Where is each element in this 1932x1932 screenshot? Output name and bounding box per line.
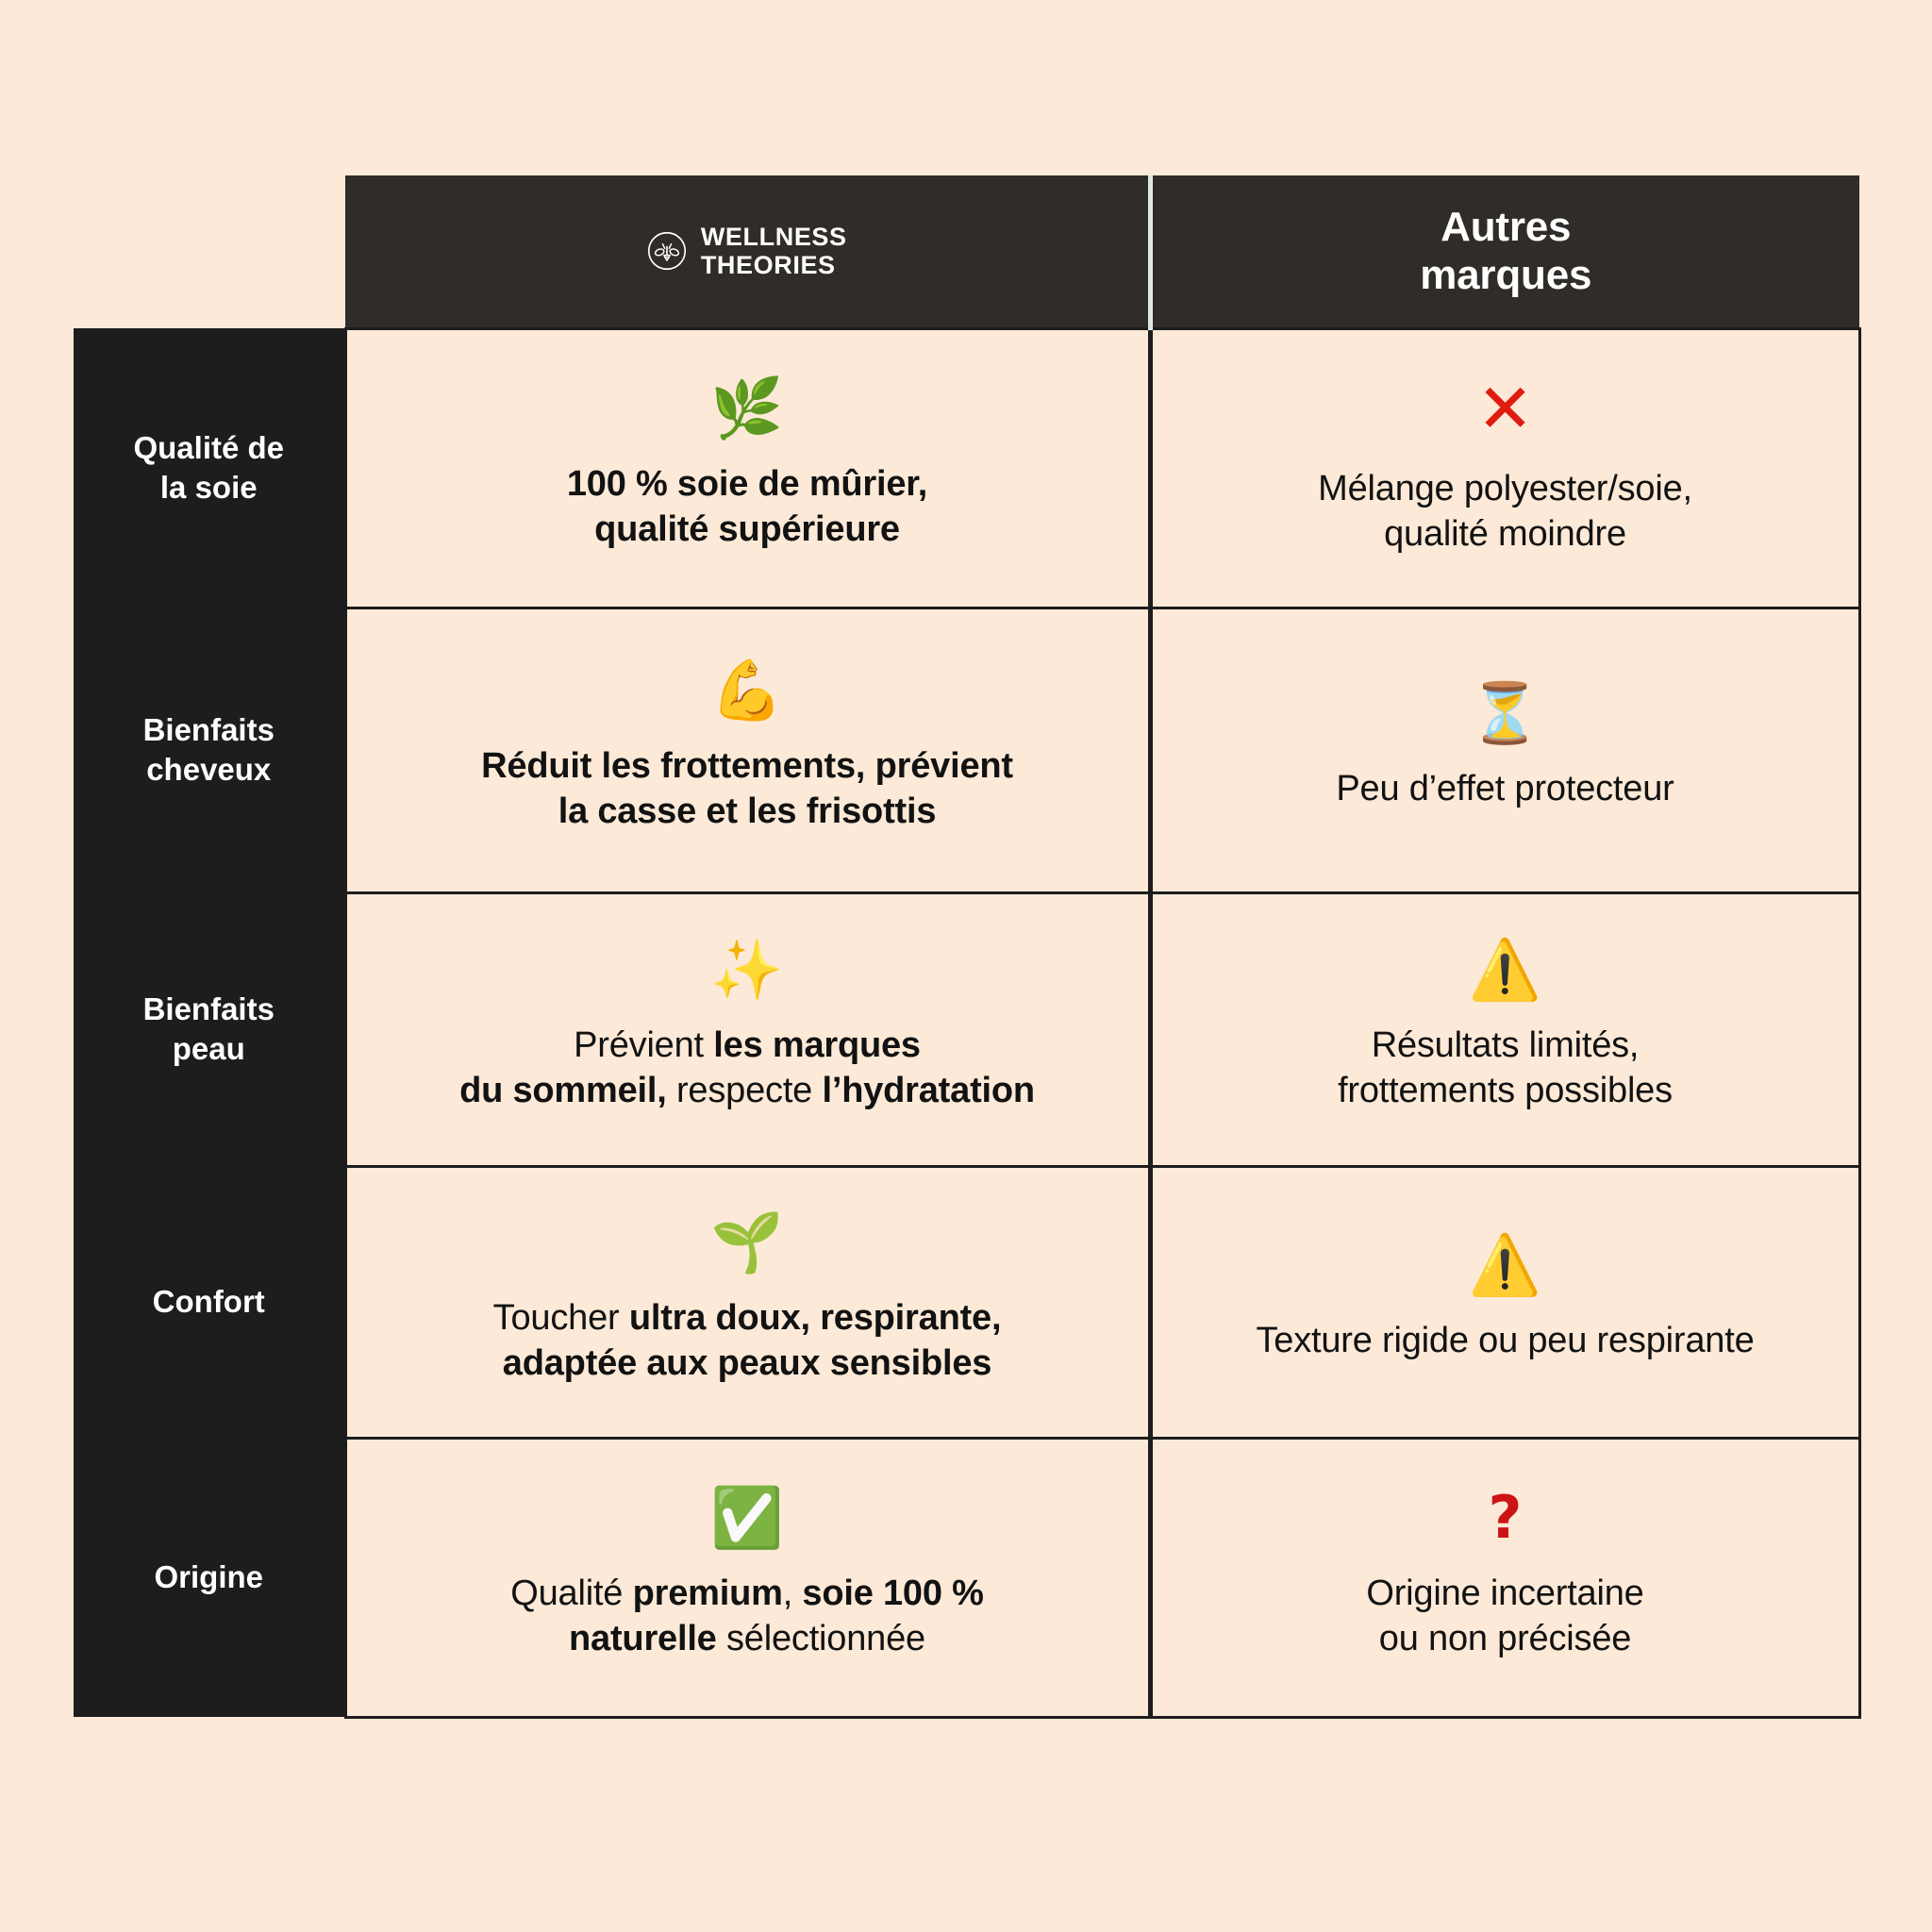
row-label-line-2: la soie	[159, 470, 258, 505]
brand-lockup: WELLNESS THEORIES	[358, 223, 1135, 279]
cell-brand-origine: ✅ Qualité premium, soie 100 %naturelle s…	[343, 1436, 1153, 1719]
row-label-line-2: peau	[172, 1031, 245, 1066]
header-others-column: Autres marques	[1150, 175, 1859, 328]
table-header: WELLNESS THEORIES Autres marques	[74, 175, 1859, 328]
cell-others-text: Peu d’effet protecteur	[1336, 769, 1674, 809]
cell-others-bienfaits-peau: ⚠️ Résultats limités,frottements possibl…	[1147, 891, 1861, 1168]
flexed-biceps-emoji-icon: 💪	[710, 656, 784, 725]
brand-comparison-table: WELLNESS THEORIES Autres marques Qualité…	[74, 175, 1861, 1719]
brand-wordmark: WELLNESS THEORIES	[701, 223, 847, 279]
others-title: Autres marques	[1166, 203, 1847, 299]
cell-others-text: Mélange polyester/soie,qualité moindre	[1318, 469, 1692, 554]
hourglass-emoji-icon: ⏳	[1468, 678, 1542, 748]
row-label-line-1: Bienfaits	[142, 711, 275, 747]
sparkles-emoji-icon: ✨	[710, 935, 784, 1005]
cell-brand-text: Toucher ultra doux, respirante,adaptée a…	[492, 1298, 1002, 1383]
row-label-qualite-de-la-soie: Qualité de la soie	[74, 328, 345, 608]
red-cross-mark-icon: ✕	[1476, 369, 1534, 449]
table-row: Confort 🌱 Toucher ultra doux, respirante…	[74, 1164, 1861, 1440]
header-brand-column: WELLNESS THEORIES	[345, 175, 1153, 328]
row-label-line-1: Confort	[152, 1283, 265, 1319]
table-row: Qualité de la soie 🌿 100 % soie de mûrie…	[74, 326, 1861, 609]
cell-brand-text: 100 % soie de mûrier,qualité supérieure	[566, 464, 928, 549]
brand-line-1: WELLNESS	[700, 223, 847, 252]
row-label-bienfaits-peau: Bienfaits peau	[74, 892, 345, 1166]
red-question-mark-icon: ?	[1488, 1483, 1523, 1553]
header-row: WELLNESS THEORIES Autres marques	[74, 175, 1859, 328]
cell-brand-qualite-de-la-soie: 🌿 100 % soie de mûrier,qualité supérieur…	[343, 326, 1153, 609]
seedling-emoji-icon: 🌱	[710, 1208, 784, 1277]
table-row: Origine ✅ Qualité premium, soie 100 %nat…	[74, 1436, 1861, 1719]
cell-others-text: Résultats limités,frottements possibles	[1338, 1025, 1673, 1110]
table-row: Bienfaits cheveux 💪 Réduit les frottemen…	[74, 606, 1861, 894]
cell-others-confort: ⚠️ Texture rigide ou peu respirante	[1147, 1164, 1861, 1440]
others-line-2: marques	[1420, 252, 1592, 299]
herb-emoji-icon: 🌿	[710, 374, 784, 443]
cell-others-bienfaits-cheveux: ⏳ Peu d’effet protecteur	[1147, 606, 1861, 894]
row-label-origine: Origine	[74, 1438, 345, 1717]
row-label-bienfaits-cheveux: Bienfaits cheveux	[74, 608, 345, 892]
brand-line-2: THEORIES	[700, 251, 836, 280]
row-label-line-1: Qualité de	[133, 429, 285, 465]
warning-emoji-icon: ⚠️	[1468, 1230, 1542, 1300]
row-label-line-1: Origine	[154, 1558, 264, 1594]
cell-others-text: Texture rigide ou peu respirante	[1256, 1321, 1755, 1361]
warning-emoji-icon: ⚠️	[1468, 935, 1542, 1005]
table-body: Qualité de la soie 🌿 100 % soie de mûrie…	[74, 326, 1861, 1719]
row-label-line-1: Bienfaits	[142, 991, 275, 1026]
check-mark-button-emoji-icon: ✅	[710, 1483, 784, 1553]
row-label-line-2: cheveux	[146, 752, 272, 787]
row-label-confort: Confort	[74, 1166, 345, 1438]
cell-others-qualite-de-la-soie: ✕ Mélange polyester/soie,qualité moindre	[1147, 326, 1861, 609]
header-spacer-cell	[74, 175, 345, 328]
cell-brand-confort: 🌱 Toucher ultra doux, respirante,adaptée…	[343, 1164, 1153, 1440]
bee-leaf-circle-logo-icon	[646, 230, 688, 272]
cell-brand-text: Qualité premium, soie 100 %naturelle sél…	[510, 1574, 984, 1658]
others-line-1: Autres	[1441, 204, 1572, 251]
